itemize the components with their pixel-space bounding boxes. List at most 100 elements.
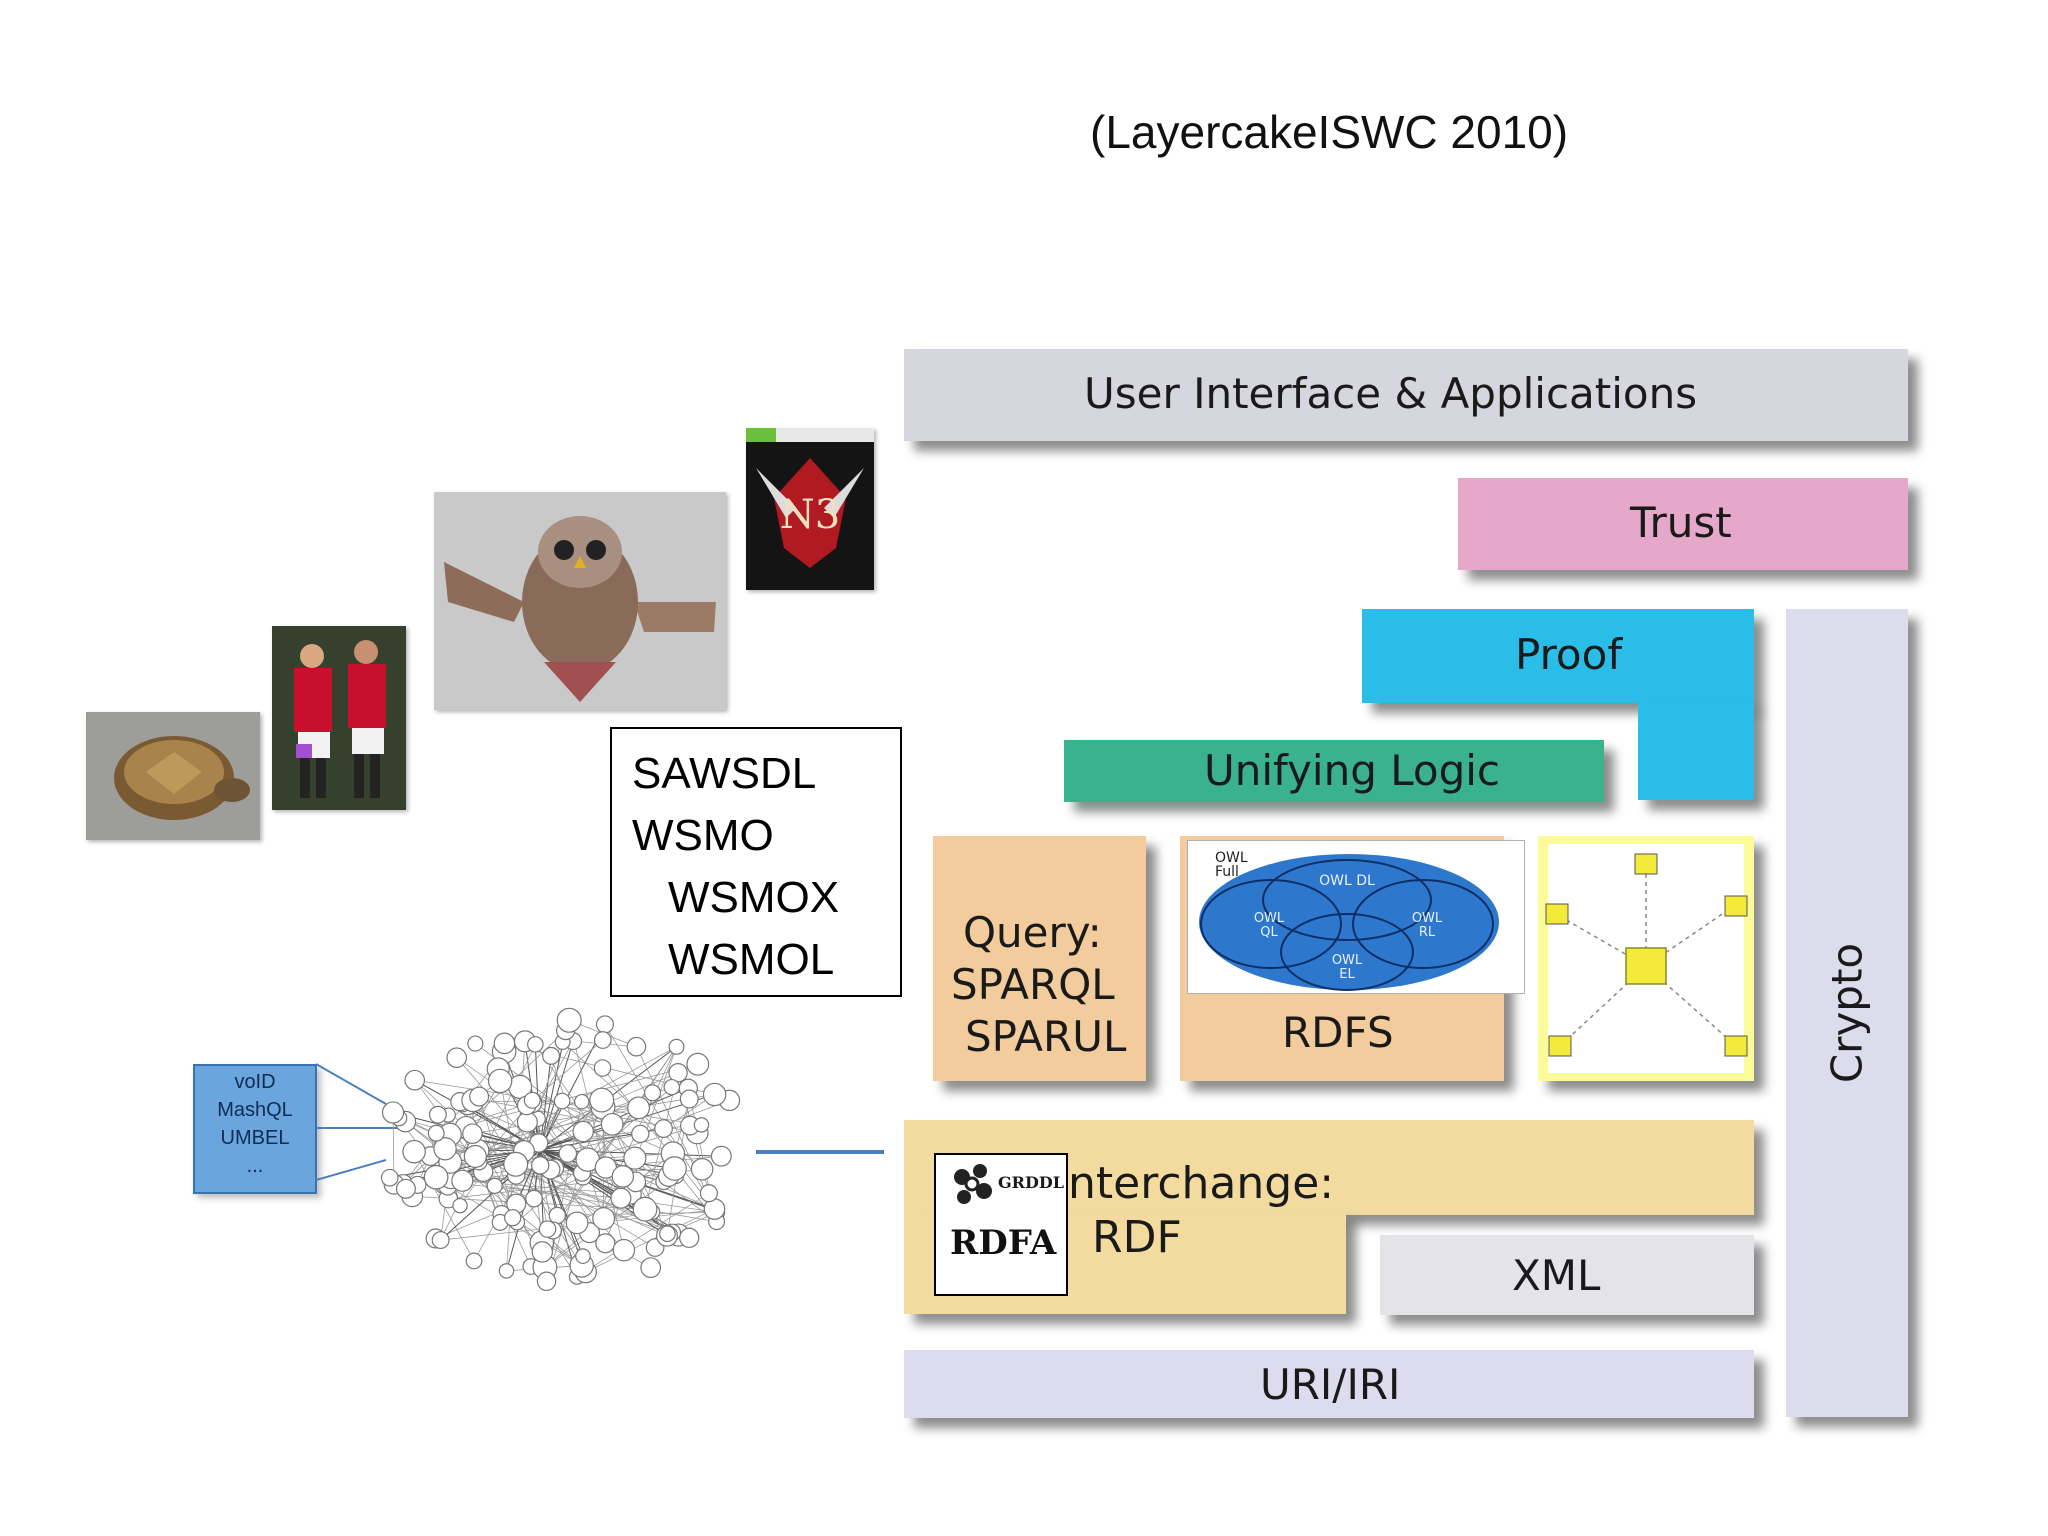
layer-proof-top — [1362, 609, 1754, 703]
network-node — [595, 1015, 615, 1034]
network-node — [632, 1196, 658, 1222]
void-label: voID — [234, 1071, 276, 1093]
network-node — [536, 1271, 557, 1292]
network-node — [572, 1120, 594, 1143]
network-node — [431, 1231, 450, 1250]
owl-el-label-2: EL — [1339, 967, 1355, 982]
network-node — [395, 1178, 416, 1199]
rif-dialect-diagram — [1538, 836, 1754, 1081]
network-node — [538, 1220, 557, 1238]
wsmo-label: WSMO — [632, 811, 774, 860]
network-node — [553, 1092, 571, 1110]
network-node — [493, 1032, 516, 1055]
owl-ql-label-2: QL — [1260, 925, 1278, 940]
network-node — [640, 1257, 662, 1278]
network-node — [686, 1052, 710, 1076]
layer-uri-iri: URI/IRI — [904, 1350, 1754, 1418]
mashql-label: MashQL — [217, 1099, 293, 1121]
network-node — [690, 1157, 714, 1181]
rdf-label: RDF — [1092, 1212, 1182, 1263]
layer-unifying-logic-label: Unifying Logic — [1204, 746, 1501, 795]
network-node — [558, 1144, 578, 1163]
network-node — [531, 1156, 550, 1175]
layer-crypto-label: Crypto — [1822, 942, 1872, 1084]
interchange-label: nterchange: — [1068, 1158, 1335, 1209]
network-node — [600, 1112, 624, 1136]
network-node — [611, 1165, 635, 1188]
graph-connector-line — [756, 1150, 884, 1154]
network-node — [693, 1117, 710, 1133]
layer-trust: Trust — [1458, 478, 1908, 570]
network-node — [463, 1144, 487, 1169]
owl-full-label: OWL — [1215, 850, 1248, 866]
owl-el-ellipse — [1280, 913, 1414, 991]
network-node — [465, 1252, 483, 1270]
network-node — [643, 1084, 662, 1102]
rdfa-label: RDFA — [950, 1223, 1057, 1263]
network-node — [702, 1082, 727, 1107]
owl-rl-label: OWL — [1412, 911, 1443, 926]
tortoise-image — [86, 712, 260, 840]
network-node — [487, 1068, 513, 1094]
network-node — [662, 1156, 687, 1181]
rdfa-grddl-logo: GRDDL RDFA — [934, 1153, 1068, 1296]
void-connector-lines — [316, 1063, 406, 1181]
network-node — [523, 1091, 541, 1109]
network-node — [428, 1105, 447, 1124]
network-node — [659, 1225, 676, 1243]
layer-uri-iri-label: URI/IRI — [1260, 1360, 1401, 1409]
network-node — [525, 1189, 543, 1208]
network-node — [451, 1169, 474, 1192]
network-node — [433, 1137, 457, 1161]
network-node — [575, 1248, 591, 1264]
layer-xml: XML — [1380, 1235, 1754, 1315]
network-node — [593, 1031, 612, 1049]
layer-proof-side — [1638, 700, 1754, 800]
query-label: Query: — [963, 908, 1102, 957]
wsmol-label: WSMOL — [668, 935, 835, 984]
network-node — [381, 1101, 405, 1124]
network-node — [699, 1184, 718, 1203]
network-node — [589, 1087, 615, 1113]
void-box: voID MashQL UMBEL ... — [193, 1064, 317, 1194]
network-node — [380, 1168, 399, 1187]
umbel-label: UMBEL — [220, 1127, 290, 1149]
owl-rl-label-2: RL — [1419, 925, 1436, 940]
layer-xml-label: XML — [1512, 1251, 1601, 1300]
rif-left-node — [1545, 903, 1569, 925]
layer-rdfs-label: RDFS — [1282, 1008, 1394, 1057]
layer-trust-label: Trust — [1630, 498, 1732, 547]
layer-user-interface-label: User Interface & Applications — [1084, 369, 1698, 418]
network-node — [527, 1036, 544, 1053]
network-node — [404, 1069, 426, 1091]
owl-toy-image — [434, 492, 726, 710]
rif-bottom-right-node — [1724, 1035, 1748, 1057]
rif-bottom-left-node — [1548, 1035, 1572, 1057]
rif-top-node — [1634, 853, 1658, 875]
rif-right-node — [1724, 895, 1748, 917]
network-node — [595, 1233, 616, 1254]
ellipsis-label: ... — [246, 1155, 264, 1177]
network-node — [469, 1086, 490, 1107]
network-node — [663, 1078, 680, 1096]
network-node — [679, 1089, 699, 1109]
network-node — [503, 1151, 529, 1177]
owl-el-label: OWL — [1332, 953, 1363, 968]
owl-dl-ellipse — [1262, 859, 1432, 941]
network-node — [531, 1241, 553, 1263]
network-node — [548, 1206, 566, 1225]
svg-text:N3: N3 — [780, 492, 840, 538]
network-node — [593, 1059, 612, 1077]
layer-crypto: Crypto — [1786, 609, 1908, 1417]
network-node — [623, 1146, 647, 1170]
network-node — [679, 1227, 700, 1248]
page-title: (LayercakeISWC 2010) — [1090, 106, 1569, 158]
owl-ql-ellipse — [1200, 879, 1342, 969]
sparql-label: SPARQL — [951, 960, 1115, 1009]
owl-full-label-2: Full — [1215, 864, 1239, 880]
network-node — [556, 1007, 582, 1033]
owl-ql-label: OWL — [1254, 911, 1285, 926]
network-node — [462, 1123, 483, 1144]
network-node — [427, 1124, 445, 1142]
web-services-box: SAWSDL WSMO WSMOX WSMOL — [610, 727, 902, 997]
